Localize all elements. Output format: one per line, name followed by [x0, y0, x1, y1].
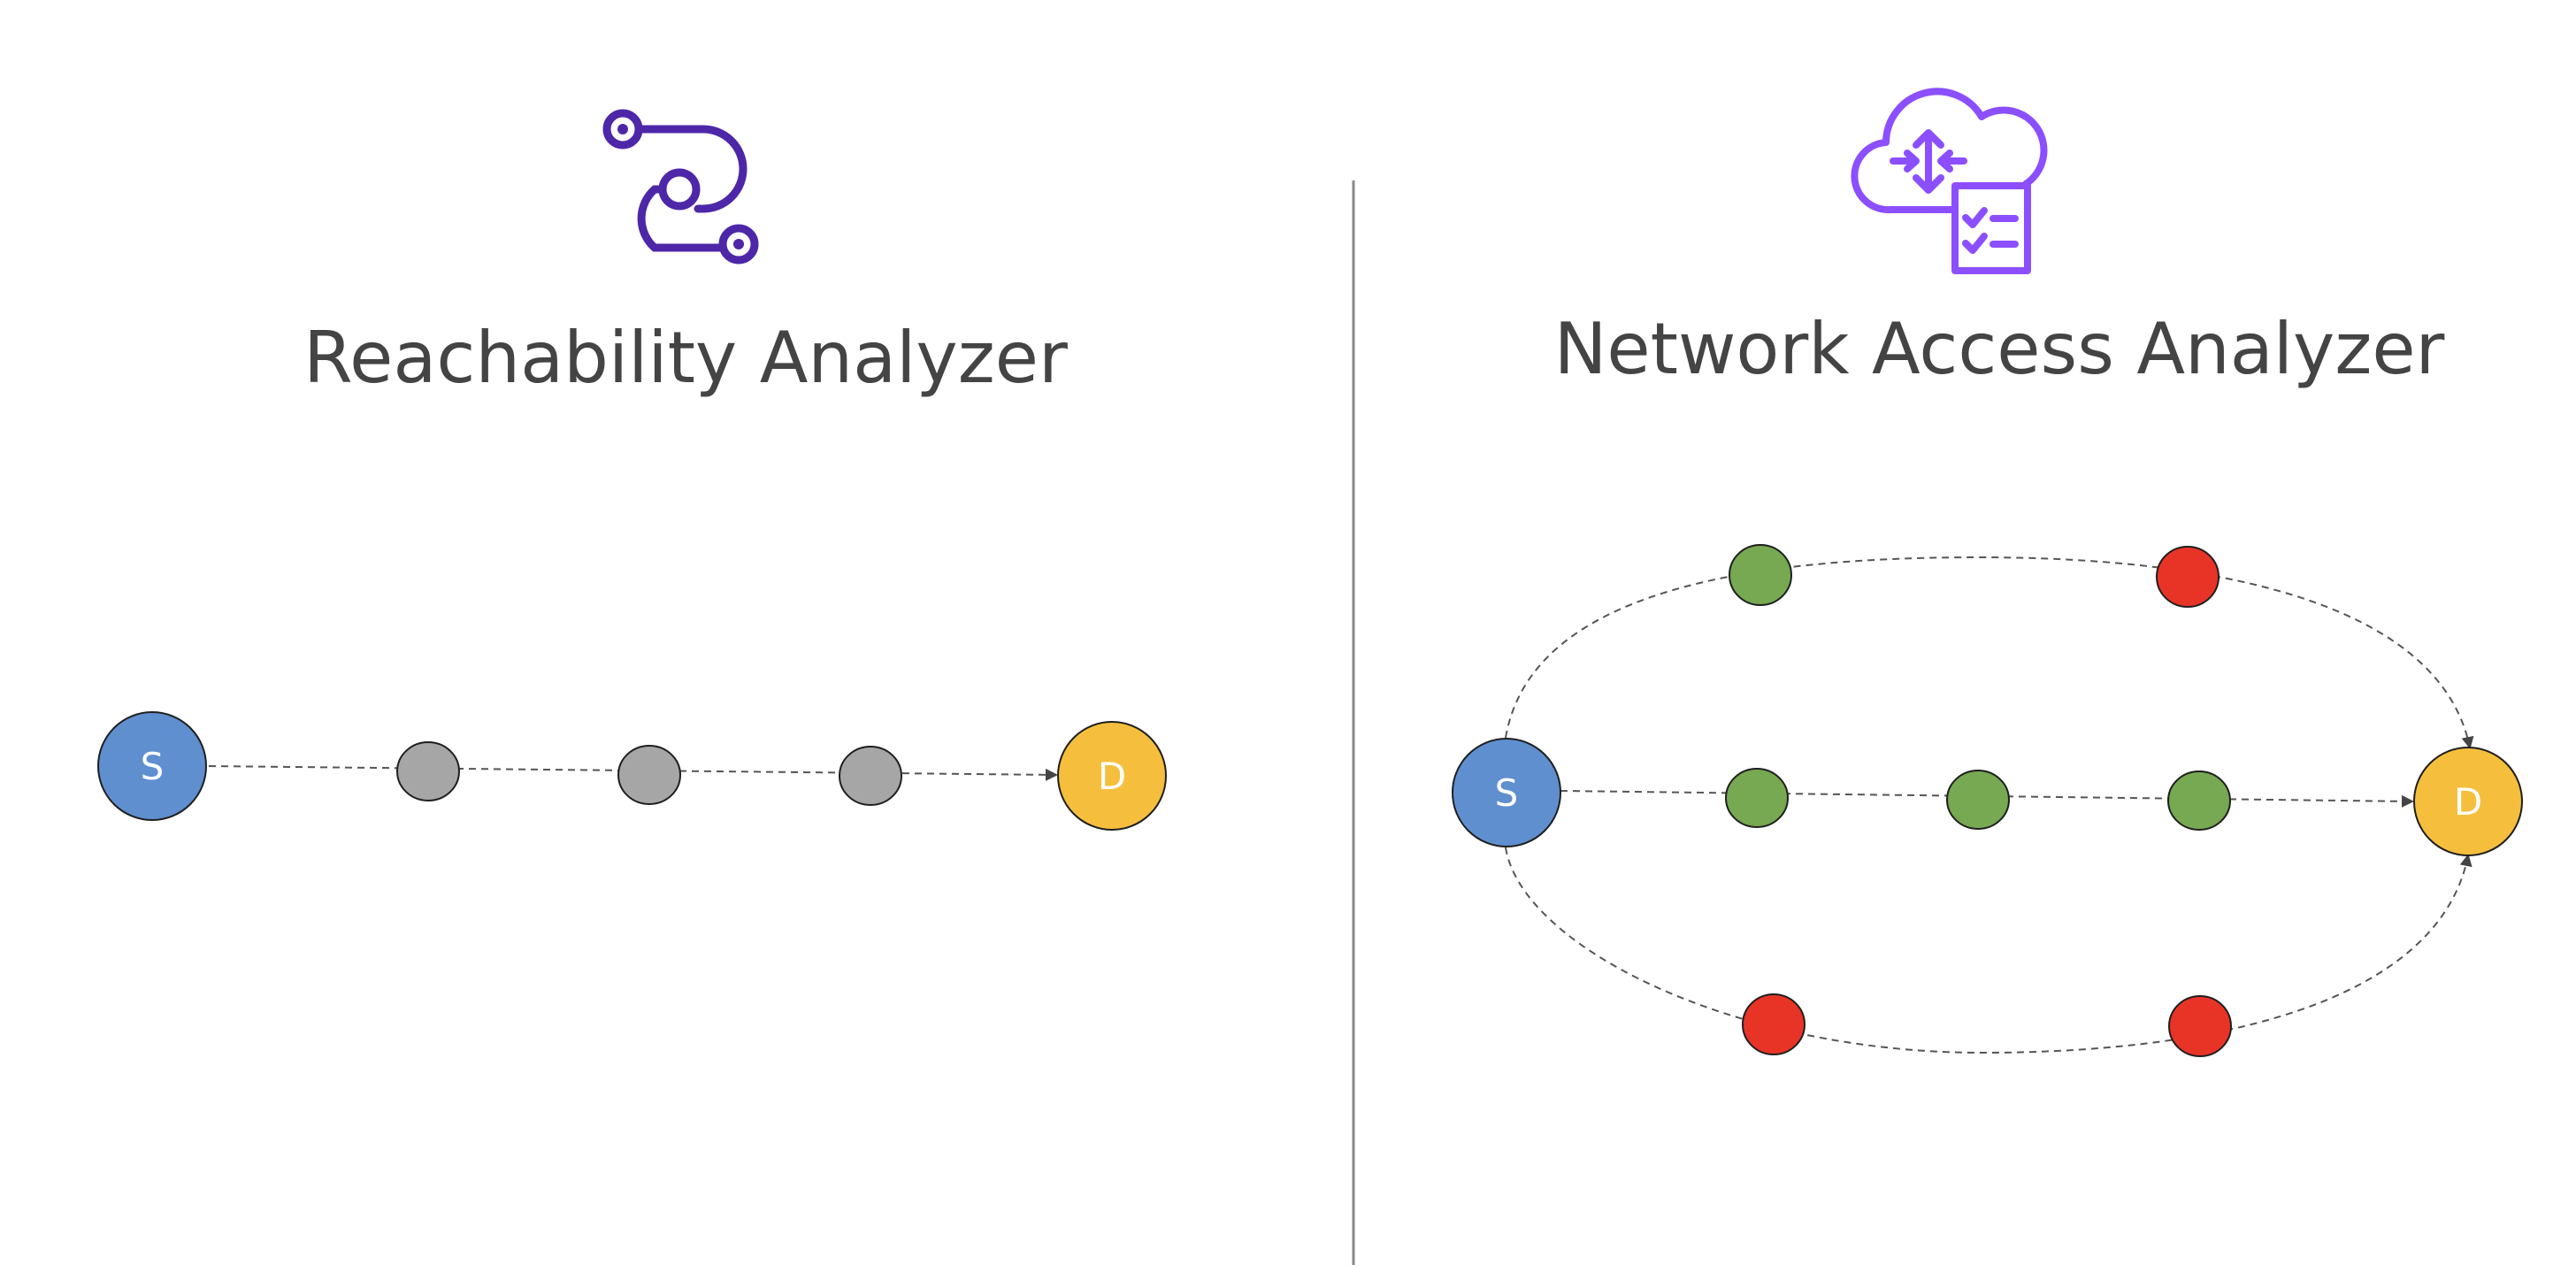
lower-hop-denied-2: [2168, 995, 2232, 1057]
network-access-source-node: S: [1452, 738, 1561, 847]
middle-hop-3: [2167, 770, 2231, 831]
network-access-title: Network Access Analyzer: [1554, 308, 2445, 390]
reachability-hop-1: [396, 741, 460, 801]
reachability-destination-label: D: [1098, 755, 1126, 798]
reachability-source-node: S: [97, 711, 207, 821]
lower-hop-denied-1: [1742, 993, 1806, 1055]
reachability-source-label: S: [141, 745, 165, 788]
upper-hop-allowed: [1729, 544, 1792, 606]
middle-hop-2: [1946, 770, 2010, 830]
reachability-title: Reachability Analyzer: [303, 317, 1068, 399]
reachability-hop-3: [839, 746, 902, 806]
route-path-icon: [602, 109, 759, 264]
network-access-destination-node: D: [2413, 747, 2523, 856]
upper-hop-denied: [2156, 546, 2220, 608]
upper-path-edge: [1505, 556, 2474, 749]
middle-hop-1: [1725, 768, 1789, 828]
cloud-router-checklist-icon: [1851, 88, 2048, 274]
network-access-source-label: S: [1495, 771, 1519, 815]
network-access-panel: Network Access Analyzer S D: [1452, 88, 2523, 1057]
reachability-hop-2: [617, 745, 681, 805]
reachability-destination-node: D: [1057, 721, 1167, 831]
lower-path-edge: [1505, 847, 2472, 1054]
network-access-destination-label: D: [2454, 780, 2482, 824]
reachability-panel: Reachability Analyzer S D: [97, 109, 1167, 831]
